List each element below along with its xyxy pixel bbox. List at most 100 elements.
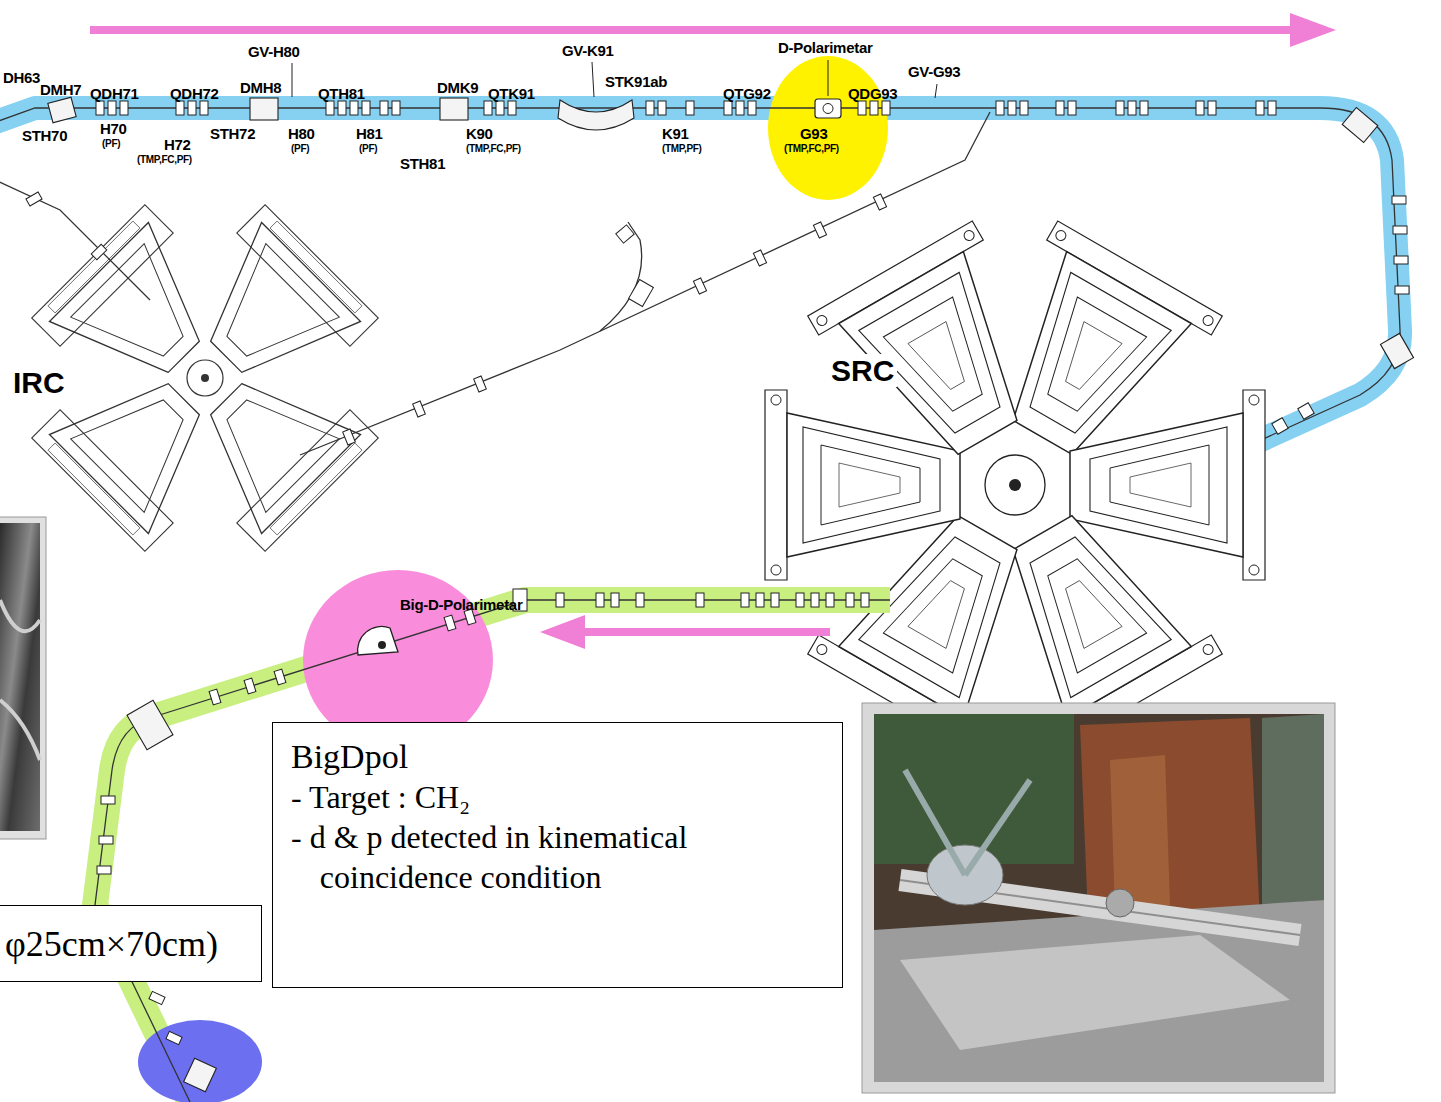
quadrupole-magnet xyxy=(149,991,165,1004)
port-label: G93 xyxy=(800,126,827,143)
quadrupole-magnet xyxy=(1268,101,1276,115)
src-cyclotron xyxy=(985,455,1045,515)
quadrupole-magnet xyxy=(392,101,400,115)
dipole-magnet xyxy=(127,700,173,750)
info-box: BigDpol- Target : CH₂- d & p detected in… xyxy=(272,722,843,988)
quadrupole-magnet xyxy=(1395,286,1409,294)
quadrupole-magnet xyxy=(96,101,104,115)
quadrupole-magnet xyxy=(474,376,487,392)
device-label: Big-D-Polarimetar xyxy=(400,597,522,614)
magnet-label: DMH8 xyxy=(240,80,281,97)
quadrupole-magnet xyxy=(188,101,196,115)
quadrupole-magnet xyxy=(556,593,564,607)
leader-line xyxy=(292,63,293,97)
quadrupole-magnet xyxy=(1394,256,1408,264)
quadrupole-magnet xyxy=(629,279,654,306)
quadrupole-magnet xyxy=(244,678,256,694)
equipment-photo xyxy=(0,517,46,839)
magnet-label: STK91ab xyxy=(605,74,667,91)
polarimeter-chamber xyxy=(815,99,841,118)
equipment-photo xyxy=(1106,889,1134,917)
quadrupole-magnet xyxy=(724,101,732,115)
leader-line xyxy=(828,60,829,96)
port-note: (PF) xyxy=(291,143,309,154)
leader-line xyxy=(592,62,594,97)
steerer-label: STH81 xyxy=(400,156,445,173)
equipment-photo xyxy=(874,714,1074,864)
steerer-label: STH70 xyxy=(22,128,67,145)
quadrupole-magnet xyxy=(200,101,208,115)
steerer-label: STH72 xyxy=(210,126,255,143)
quadrupole-magnet xyxy=(484,101,492,115)
quadrupole-magnet xyxy=(736,101,744,115)
src-cyclotron xyxy=(1009,479,1021,491)
quadrupole-magnet xyxy=(166,1031,182,1044)
spec-box: φ25cm×70cm) xyxy=(0,905,262,982)
irc-cyclotron xyxy=(170,205,379,414)
quadrupole-magnet xyxy=(350,101,358,115)
port-note: (TMP,PF) xyxy=(662,143,702,154)
quadrupole-magnet xyxy=(813,222,826,238)
dipole-magnet xyxy=(558,100,634,130)
quadrupole-magnet xyxy=(796,593,804,607)
box-text: - d & p detected in kinematical coincide… xyxy=(291,817,824,897)
port-note: (PF) xyxy=(359,143,377,154)
quadrupole-magnet xyxy=(326,101,334,115)
quadrupole-magnet xyxy=(96,101,1409,434)
machine-label: IRC xyxy=(10,366,68,399)
port-label: H72 xyxy=(164,137,191,154)
machine-label: SRC xyxy=(828,354,897,387)
element-label: DH63 xyxy=(3,70,40,87)
port-note: (TMP,FC,PF) xyxy=(784,143,839,154)
polarimeter-chamber xyxy=(815,99,841,118)
port-note: (PF) xyxy=(102,138,120,149)
quadrupole-magnet xyxy=(686,101,694,115)
src-cyclotron xyxy=(765,221,1265,749)
quadrupole-magnet xyxy=(413,401,426,417)
equipment-photo xyxy=(862,703,1335,1093)
quadrupole-magnet xyxy=(861,593,869,607)
leader-line xyxy=(935,84,937,98)
quadrupole-magnet xyxy=(693,278,706,294)
quadrupole-magnet xyxy=(596,593,604,607)
magnet-label: DMH7 xyxy=(40,82,81,99)
dipole-magnet xyxy=(250,98,278,120)
quadrupole-magnet xyxy=(274,669,286,685)
quadrupole-magnet xyxy=(756,593,764,607)
quadrupole-magnet xyxy=(176,101,184,115)
quadrupole-magnet xyxy=(1272,418,1288,434)
dipole-magnet xyxy=(440,98,468,120)
direction-arrow xyxy=(1290,13,1336,47)
direction-arrow xyxy=(580,628,830,636)
polarimeter-chamber xyxy=(358,626,398,655)
quadrupole-magnet xyxy=(1068,101,1076,115)
device-label: D-Polarimetar xyxy=(778,40,872,57)
box-heading: BigDpol xyxy=(291,737,824,777)
quadrupole-magnet xyxy=(846,593,854,607)
magnet-label: QTG92 xyxy=(723,86,771,103)
polarimeter-chamber xyxy=(358,626,398,655)
equipment-photo xyxy=(905,770,965,875)
quadrupole-magnet xyxy=(646,101,654,115)
quadrupole-magnet xyxy=(362,101,370,115)
quadrupole-magnet xyxy=(882,101,890,115)
quadrupole-magnet xyxy=(1392,196,1406,204)
irc-cyclotron xyxy=(170,343,379,552)
quadrupole-magnet xyxy=(496,101,504,115)
quadrupole-magnet xyxy=(741,593,749,607)
equipment-photo xyxy=(0,523,40,831)
equipment-photo xyxy=(862,703,1335,1093)
quadrupole-magnet xyxy=(1140,101,1148,115)
port-label: K90 xyxy=(466,126,493,143)
quadrupole-magnet xyxy=(99,836,113,844)
quadrupole-magnet xyxy=(748,101,756,115)
quadrupole-magnet xyxy=(870,101,878,115)
quadrupole-magnet xyxy=(873,194,886,210)
quadrupole-magnet xyxy=(508,101,516,115)
quadrupole-magnet xyxy=(1208,101,1216,115)
dipole-magnet xyxy=(48,97,76,123)
port-label: H70 xyxy=(100,121,127,138)
leader-line xyxy=(292,60,937,638)
quadrupole-magnet xyxy=(101,796,115,804)
polarimeter-chamber xyxy=(378,641,386,649)
